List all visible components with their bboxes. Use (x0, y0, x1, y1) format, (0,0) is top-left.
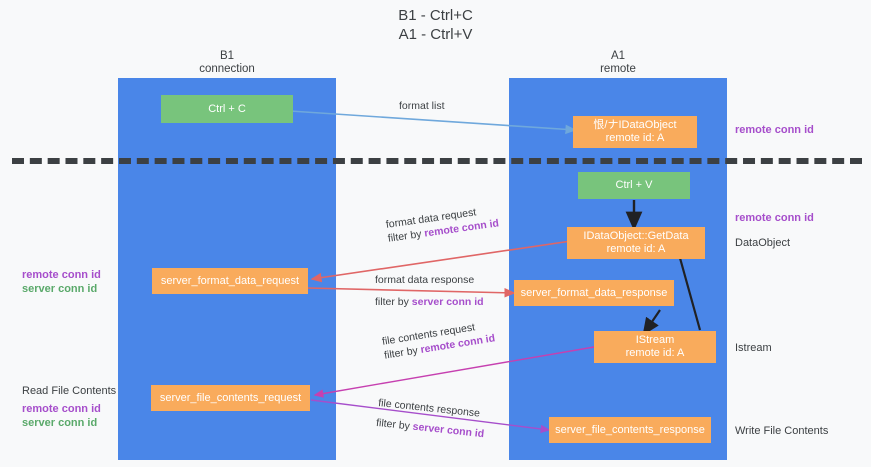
diagram-title: B1 - Ctrl+C A1 - Ctrl+V (398, 7, 473, 43)
node-server-format-data-request-label: server_format_data_request (160, 274, 300, 287)
node-server-format-data-response[interactable]: server_format_data_response (514, 280, 674, 306)
node-server-file-contents-request[interactable]: server_file_contents_request (151, 385, 310, 411)
filter-key-server-conn-id: server conn id (411, 296, 484, 308)
annotation-left-server-conn-id-mid: server conn id (22, 283, 98, 295)
edge-label-format-data-response: format data response filter by server co… (375, 273, 484, 309)
edge-label-file-contents-response: file contents response filter by server … (375, 396, 487, 441)
node-ctrl-v[interactable]: Ctrl + V (578, 172, 690, 199)
node-ctrl-v-label: Ctrl + V (615, 179, 653, 191)
annotation-dataobject: DataObject (735, 237, 791, 249)
node-idataobject[interactable]: 恨/ナIDataObject remote id: A (573, 116, 697, 148)
node-ctrl-c[interactable]: Ctrl + C (161, 95, 293, 123)
phase-divider (12, 158, 862, 164)
filter-prefix: filter by (375, 416, 414, 433)
filter-prefix: filter by (387, 227, 426, 245)
edge-label-format-data-response-line2: filter by server conn id (375, 295, 484, 309)
edge-label-format-data-response-line1: format data response (375, 274, 475, 286)
node-idataobject-label: 恨/ナIDataObject (593, 119, 677, 131)
node-ctrl-c-label: Ctrl + C (208, 102, 246, 115)
node-idataobject-getdata[interactable]: IDataObject::GetData remote id: A (567, 227, 705, 259)
node-getdata-sub: remote id: A (606, 243, 666, 255)
column-header-right: A1 remote (509, 50, 727, 76)
edge-label-file-contents-request: file contents request filter by remote c… (381, 317, 496, 362)
edge-label-file-contents-response-line2: filter by server conn id (375, 416, 485, 441)
annotation-left-server-conn-id-bottom: server conn id (22, 417, 98, 429)
node-server-format-data-request[interactable]: server_format_data_request (152, 268, 308, 294)
filter-prefix: filter by (375, 296, 412, 308)
annotation-left-remote-conn-id-mid: remote conn id (22, 269, 101, 281)
annotation-remote-conn-id-top: remote conn id (735, 124, 814, 136)
annotation-write-file-contents: Write File Contents (735, 425, 829, 437)
column-header-left-line2: connection (199, 63, 255, 75)
node-server-format-data-response-label: server_format_data_response (520, 286, 668, 299)
annotation-istream: Istream (735, 342, 772, 354)
node-istream-sub: remote id: A (625, 347, 685, 359)
column-header-right-line2: remote (600, 63, 636, 75)
edge-label-format-list: format list (399, 100, 445, 112)
node-server-file-contents-response-label: server_file_contents_response (555, 423, 705, 436)
edge-label-format-data-request: format data request filter by remote con… (385, 202, 500, 245)
node-idataobject-sub: remote id: A (605, 132, 665, 144)
node-istream-label: IStream (635, 334, 675, 346)
node-istream[interactable]: IStream remote id: A (594, 331, 716, 363)
annotation-left-remote-conn-id-bottom: remote conn id (22, 403, 101, 415)
node-server-file-contents-request-label: server_file_contents_request (159, 391, 302, 404)
column-header-right-line1: A1 (610, 50, 626, 62)
column-header-left-line1: B1 (219, 50, 235, 62)
annotation-read-file-contents: Read File Contents (22, 385, 117, 397)
annotation-remote-conn-id-mid: remote conn id (735, 212, 814, 224)
column-header-left: B1 connection (118, 50, 336, 76)
filter-key-server-conn-id: server conn id (412, 420, 485, 441)
node-getdata-label: IDataObject::GetData (583, 230, 689, 242)
node-server-file-contents-response[interactable]: server_file_contents_response (549, 417, 711, 443)
